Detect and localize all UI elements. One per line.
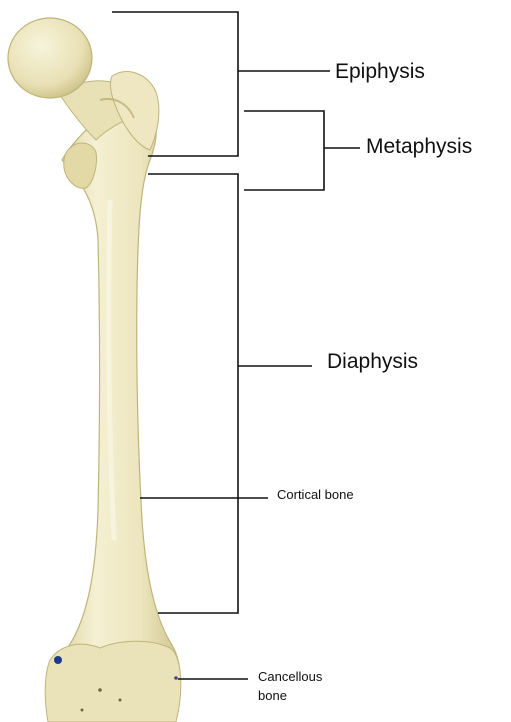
label-cancellous-bone: Cancellous bone <box>258 667 322 705</box>
label-epiphysis: Epiphysis <box>335 60 425 84</box>
lesser-trochanter <box>64 143 97 188</box>
diaphysis-bracket <box>148 174 238 613</box>
femoral-head <box>8 18 92 98</box>
distal-condyles <box>45 641 181 722</box>
metaphysis-bracket <box>244 111 324 190</box>
condyle-pit <box>119 699 122 702</box>
label-cancellous-line1: Cancellous <box>258 667 322 686</box>
label-cancellous-line2: bone <box>258 686 322 705</box>
condyle-pit <box>98 688 102 692</box>
label-metaphysis: Metaphysis <box>366 135 472 159</box>
femur-shaft <box>51 99 181 722</box>
label-cortical-bone: Cortical bone <box>277 487 354 502</box>
condyle-pit <box>54 656 62 664</box>
condyle-pit <box>174 676 178 680</box>
femur-bone <box>8 18 181 722</box>
label-diaphysis: Diaphysis <box>327 350 418 374</box>
condyle-pit <box>81 709 84 712</box>
